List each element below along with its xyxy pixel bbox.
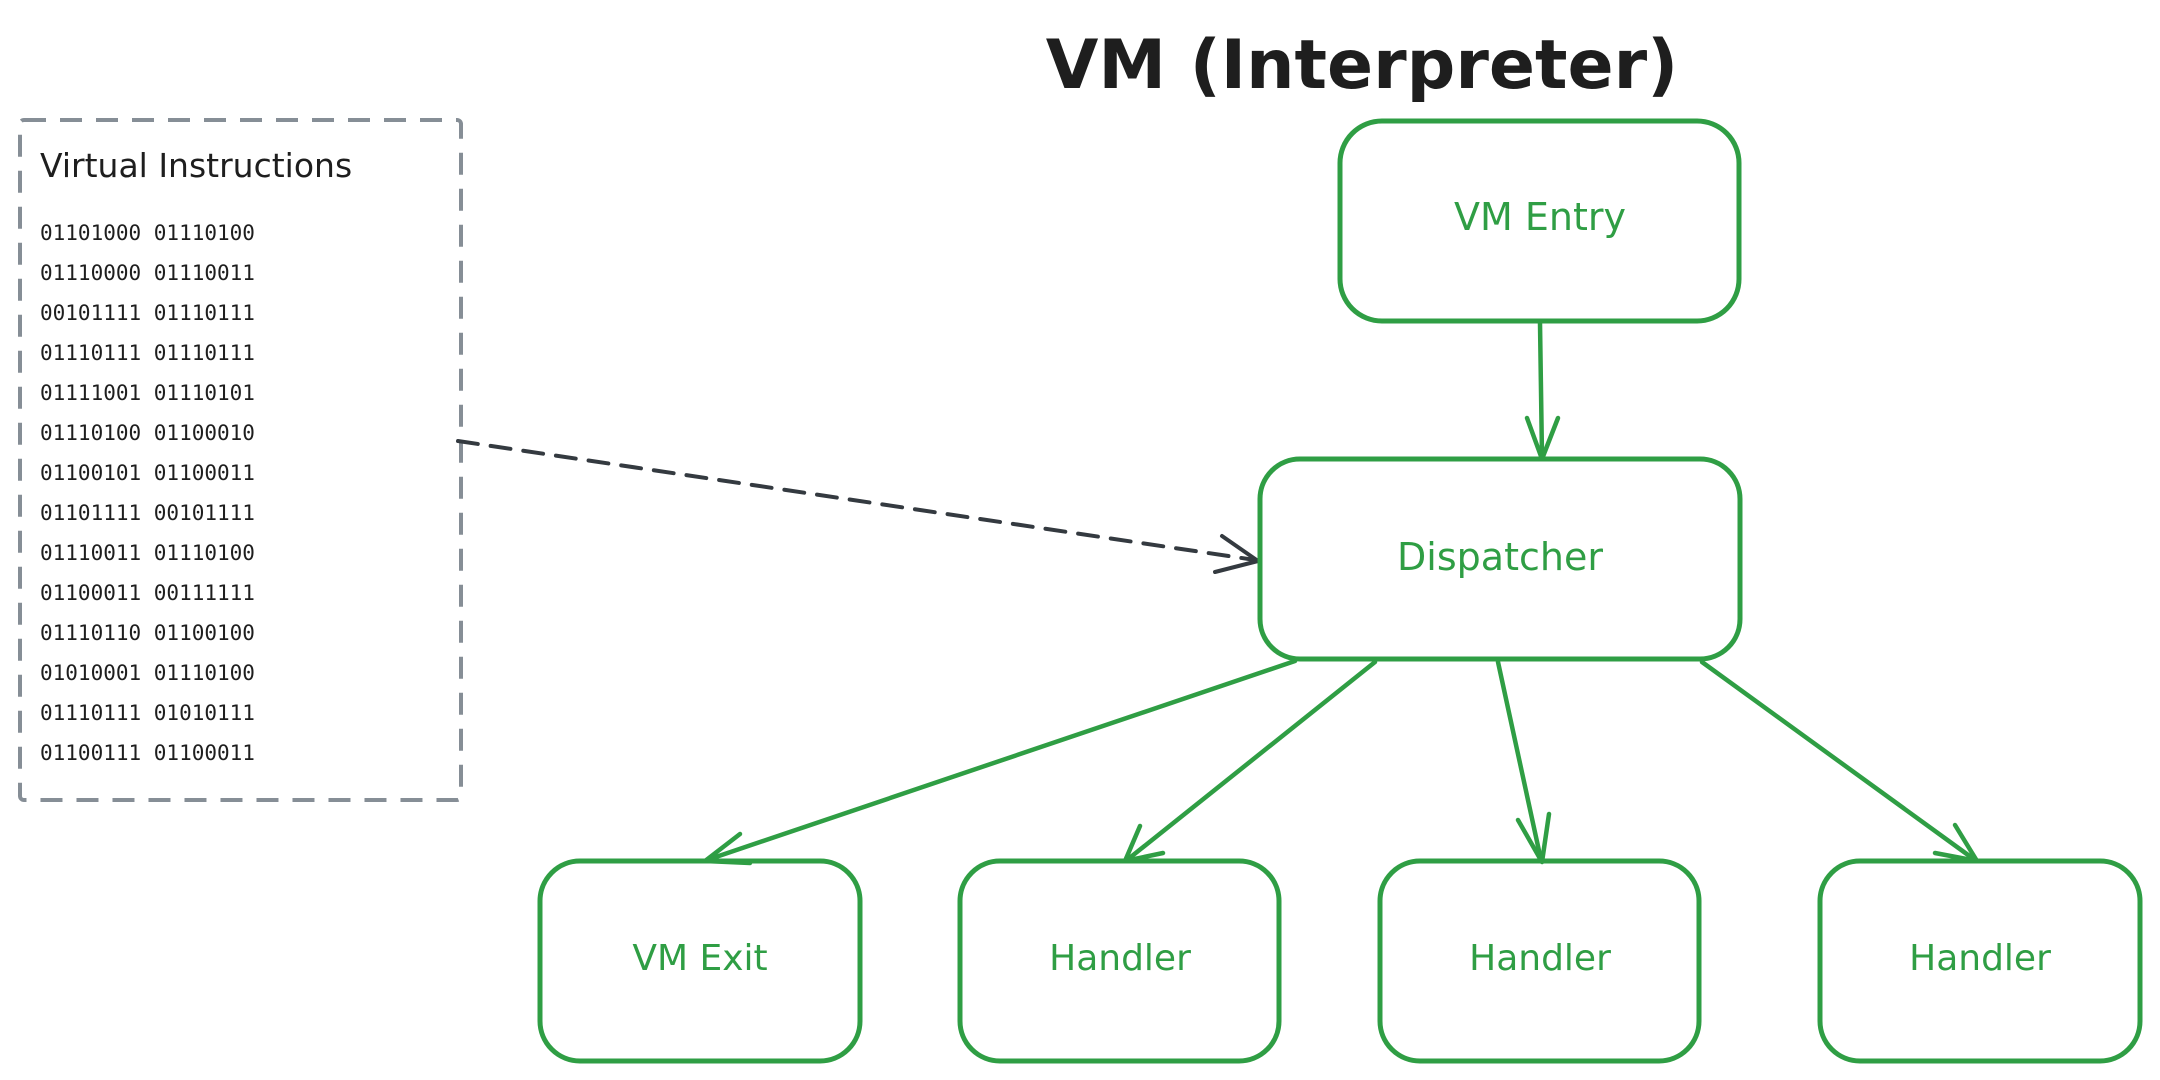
instruction-line: 01010001 01110100 [40, 661, 255, 685]
arrow-handler-3-line [1699, 659, 1978, 863]
instruction-line: 00101111 01110111 [40, 301, 255, 325]
dispatcher-node: Dispatcher [1257, 456, 1743, 662]
virtual-instructions-title: Virtual Instructions [40, 146, 352, 185]
instruction-line: 01111001 01110101 [40, 381, 255, 405]
arrow-handler-1-line [1124, 659, 1378, 863]
vm-exit-label: VM Exit [632, 938, 767, 979]
dispatcher-label: Dispatcher [1397, 535, 1603, 579]
instruction-line: 01100101 01100011 [40, 461, 255, 485]
dispatcher-box [1257, 456, 1743, 662]
instruction-line: 01100011 00111111 [40, 581, 255, 605]
arrow-dispatcher-to-handler-2 [1495, 659, 1552, 865]
instruction-line: 01101000 01110100 [40, 221, 255, 245]
arrow-entry-line [1537, 320, 1545, 460]
instruction-line: 01100111 01100011 [40, 741, 255, 765]
dashed-arrow-line [456, 439, 1257, 562]
handler-2-box [1377, 858, 1702, 1064]
virtual-instructions-panel: Virtual Instructions 01101000 0111010001… [18, 118, 463, 802]
arrow-handler-2-line [1495, 659, 1544, 863]
instruction-line: 01110000 01110011 [40, 261, 255, 285]
handler-3-box [1817, 858, 2143, 1064]
instruction-line: 01110111 01010111 [40, 701, 255, 725]
vm-entry-label: VM Entry [1454, 195, 1626, 239]
dashed-arrow-to-dispatcher [456, 439, 1260, 574]
handler-2-label: Handler [1469, 938, 1611, 979]
instruction-line: 01101111 00101111 [40, 501, 255, 525]
handler-3-label: Handler [1909, 938, 2051, 979]
instruction-line: 01110011 01110100 [40, 541, 255, 565]
instruction-lines: 01101000 01110100 01110000 01110011 001011… [40, 221, 255, 765]
vm-entry-node: VM Entry [1337, 118, 1742, 324]
virtual-instructions-frame [18, 118, 463, 802]
handler-1-box [957, 858, 1282, 1064]
arrow-dispatcher-to-handler-1 [1122, 659, 1378, 864]
arrow-entry-to-dispatcher [1524, 320, 1561, 462]
handler-node-3: Handler [1817, 858, 2143, 1064]
instruction-line: 01110100 01100010 [40, 421, 255, 445]
vm-exit-node: VM Exit [537, 858, 863, 1064]
diagram-title: VM (Interpreter) [1046, 26, 1679, 105]
arrow-dispatcher-to-vm-exit [702, 658, 1298, 866]
arrow-dispatcher-to-handler-3 [1699, 659, 1980, 864]
handler-node-1: Handler [957, 858, 1282, 1064]
vm-exit-box [537, 858, 863, 1064]
instruction-line: 01110110 01100100 [40, 621, 255, 645]
handler-1-label: Handler [1049, 938, 1191, 979]
handler-node-2: Handler [1377, 858, 1702, 1064]
instruction-line: 01110111 01110111 [40, 341, 255, 365]
arrow-exit-line [704, 658, 1298, 863]
